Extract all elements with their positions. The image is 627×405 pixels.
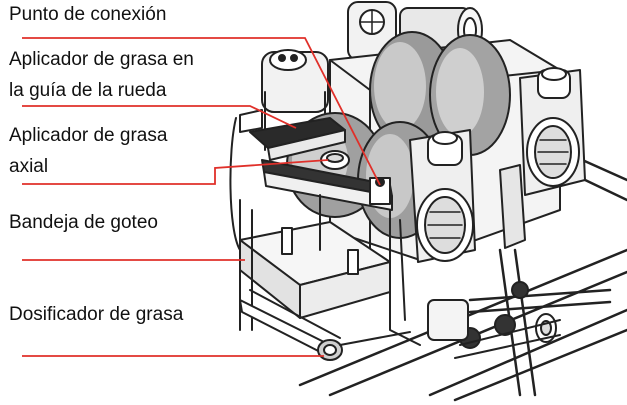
- label-wheel-guide-greaser-line1: Aplicador de grasa en: [9, 49, 194, 70]
- right-housings: [409, 67, 586, 263]
- leader-line-wheel-guide-greaser: [22, 105, 297, 129]
- machine-drawing: [229, 1, 627, 402]
- valve-fittings: [427, 281, 561, 359]
- axial-greaser: [261, 150, 393, 211]
- label-axial-greaser-line2: axial: [9, 156, 49, 177]
- wheel-guide-greaser: [239, 109, 346, 161]
- leader-line-connection-point: [22, 37, 381, 186]
- drip-tray: [239, 221, 391, 319]
- top-motor: [347, 1, 483, 61]
- label-grease-doser: Dosificador de grasa: [9, 304, 184, 325]
- leader-line-axial-greaser: [22, 159, 329, 185]
- grease-doser: [239, 289, 411, 361]
- label-axial-greaser-line1: Aplicador de grasa: [9, 125, 168, 146]
- label-connection-point: Punto de conexión: [9, 4, 167, 25]
- leader-lines: [22, 37, 381, 357]
- label-wheel-guide-greaser-line2: la guía de la rueda: [9, 80, 167, 101]
- label-drip-tray: Bandeja de goteo: [9, 212, 158, 233]
